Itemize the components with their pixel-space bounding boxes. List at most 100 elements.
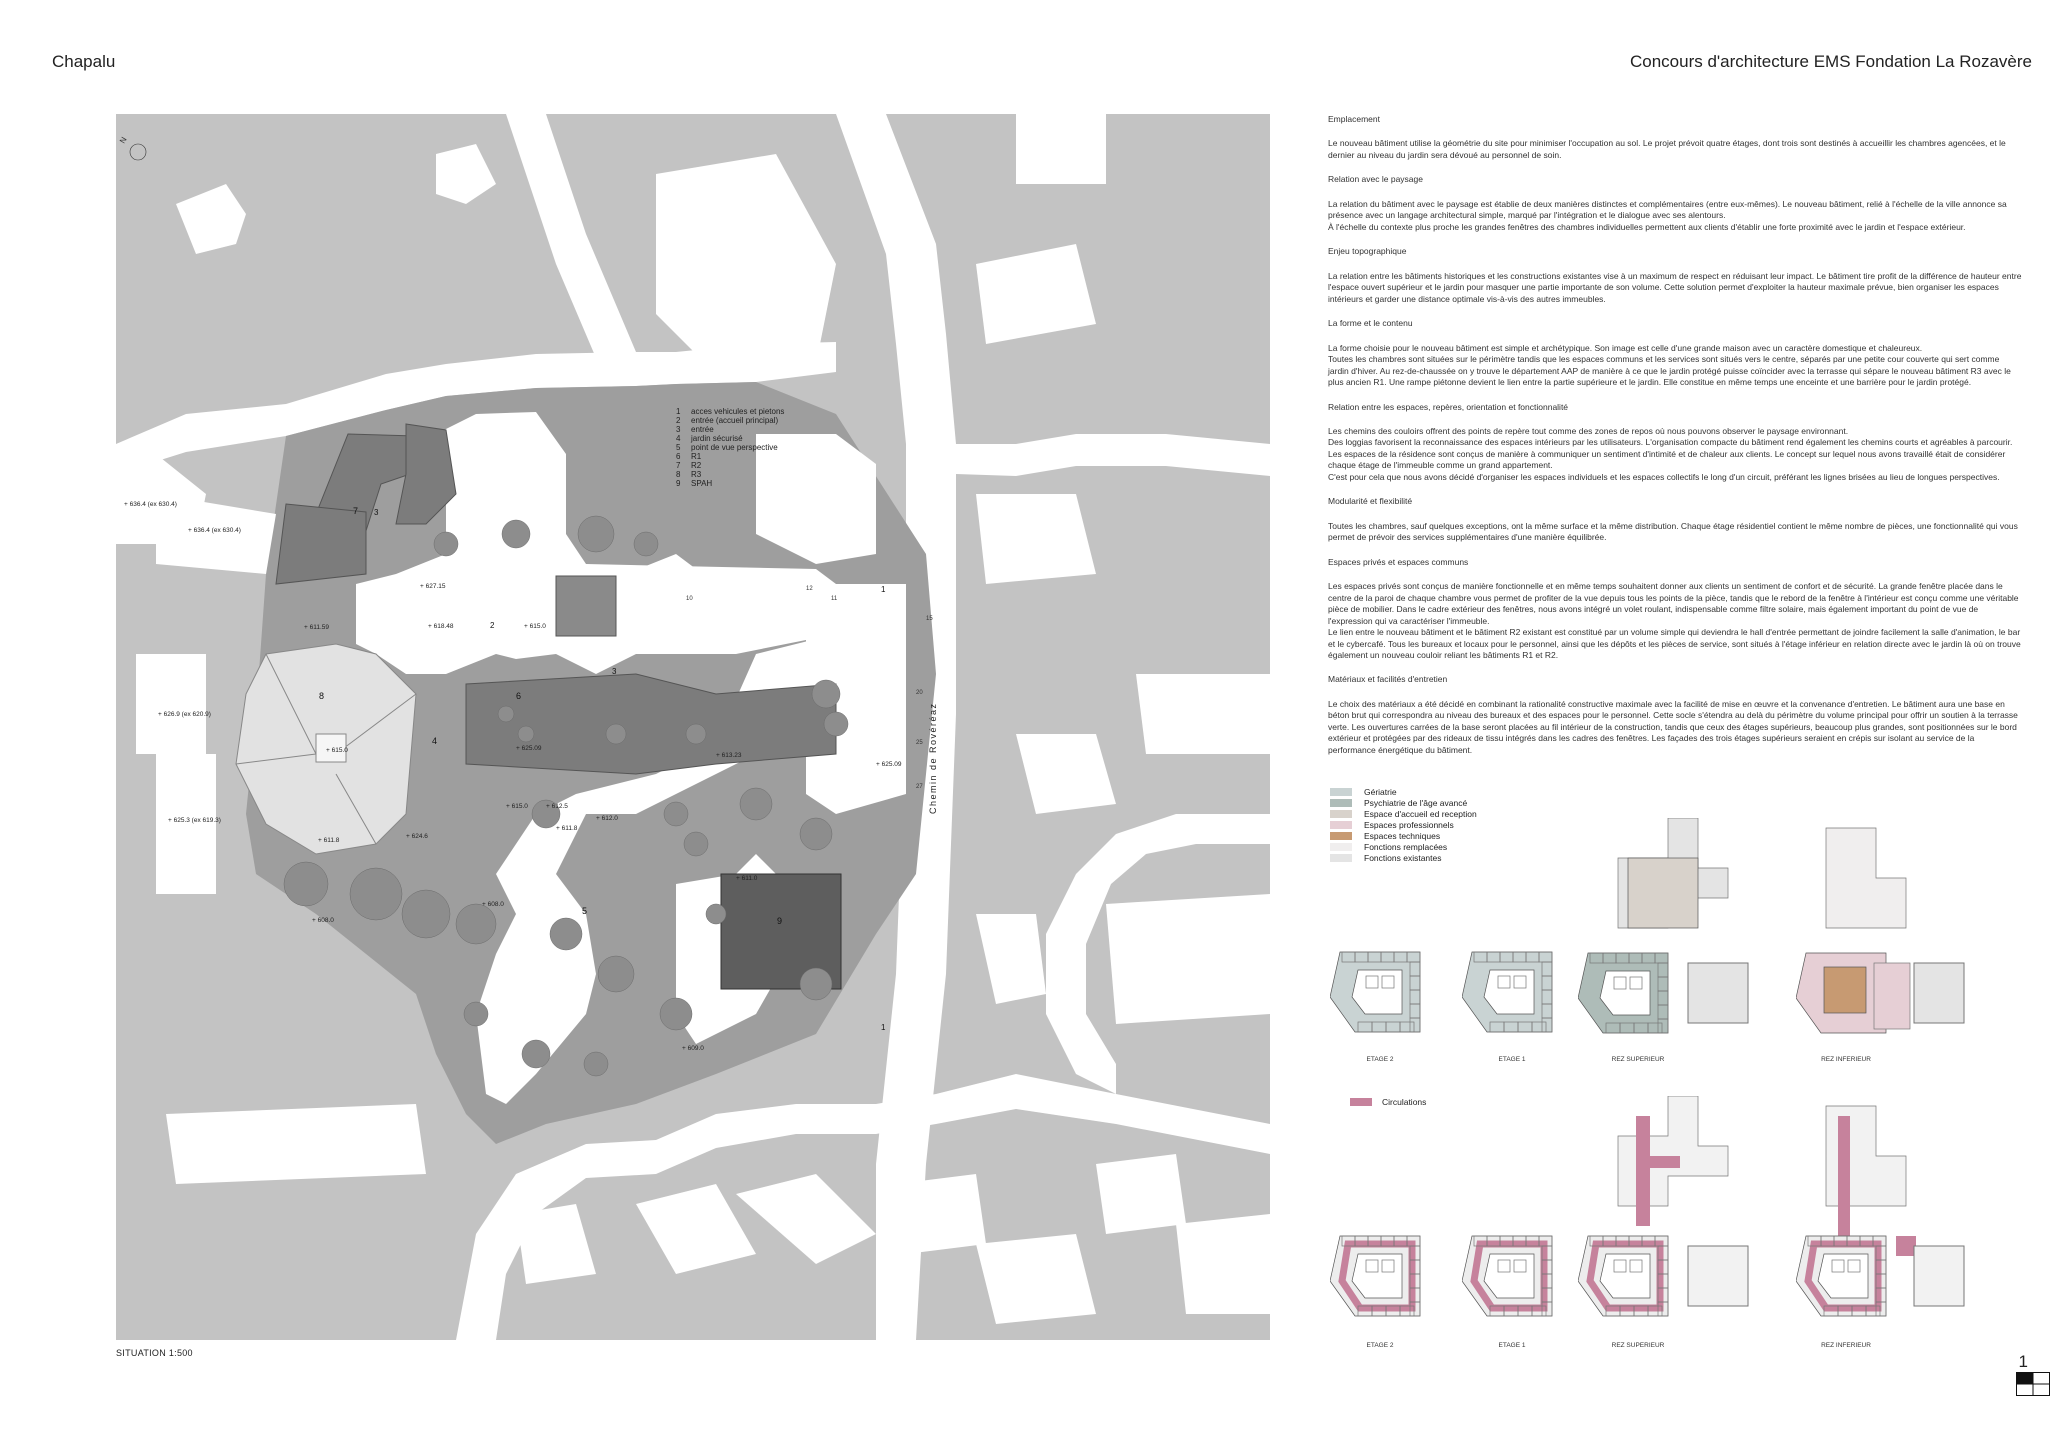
marker: 1 (881, 585, 886, 594)
floor-label: REZ INFERIEUR (1821, 1056, 1871, 1063)
building-number: 9 (777, 916, 782, 926)
building-number: 6 (516, 691, 521, 701)
floor-plan-etage2 (1330, 942, 1430, 1042)
core (1613, 1259, 1627, 1273)
legend-num: 3 (676, 425, 681, 434)
room-cell (1531, 1305, 1547, 1317)
room-cell (1647, 1305, 1663, 1317)
circulation-plan-rez-inferieur (1796, 1096, 1976, 1326)
building-6-roof (465, 673, 837, 775)
legend-swatch (1330, 798, 1352, 807)
room-cell (1399, 1305, 1415, 1317)
residential-group (1578, 952, 1749, 1034)
level-label: + 624.6 (406, 833, 428, 840)
site-plan: N 1 acces vehicules et pietons 2 entrée … (116, 114, 1270, 1340)
legend-swatch (1330, 842, 1352, 851)
legend-swatch (1330, 831, 1352, 840)
legend-row: Gériatrie (1330, 786, 1477, 797)
room-cell (1409, 1017, 1421, 1033)
level-label: + 611.0 (736, 875, 758, 882)
floor-label: ETAGE 2 (1366, 1056, 1394, 1063)
circulation-spine (1838, 1116, 1850, 1256)
legend-row: Psychiatrie de l'âge avancé (1330, 797, 1477, 808)
trees (283, 515, 849, 1077)
core (1497, 975, 1511, 989)
legend-num: 7 (676, 461, 681, 470)
core (1847, 1259, 1861, 1273)
legend-num: 6 (676, 452, 681, 461)
legend-num: 2 (676, 416, 681, 425)
floor-label: REZ SUPERIEUR (1611, 1056, 1665, 1063)
level-label: + 612.5 (546, 803, 568, 810)
circulation-node (1896, 1236, 1916, 1256)
building-number: 7 (353, 506, 358, 516)
streets (116, 114, 1270, 1340)
scale-label: SITUATION 1:500 (116, 1348, 193, 1358)
circulation-plan-rez-superieur (1578, 1096, 1768, 1326)
legend-label: Circulations (1382, 1097, 1427, 1107)
competition-title: Concours d'architecture EMS Fondation La… (1629, 52, 2032, 71)
circulation-plan-etage1 (1462, 1226, 1562, 1326)
legend-label: SPAH (691, 479, 712, 488)
legend-label: acces vehicules et pietons (691, 407, 784, 416)
legend-num: 9 (676, 479, 681, 488)
technical-area (1823, 966, 1867, 1014)
section-title: La forme et le contenu (1328, 318, 1413, 329)
floor-label: REZ SUPERIEUR (1611, 1342, 1665, 1349)
legend-label: point de vue perspective (691, 443, 778, 452)
legend-row: Fonctions remplacées (1330, 841, 1477, 852)
north-arrow-icon: N (118, 135, 129, 145)
parking-number: 15 (926, 616, 933, 622)
legend-label: Fonctions remplacées (1364, 841, 1448, 852)
legend-swatch (1350, 1098, 1372, 1106)
section-title: Enjeu topographique (1328, 246, 1407, 257)
section-body: La relation du bâtiment avec le paysage … (1328, 198, 2007, 232)
building-number: 5 (582, 906, 587, 916)
legend-label: R1 (691, 452, 702, 461)
room-cell (1647, 1022, 1663, 1034)
core (1365, 975, 1379, 989)
core (1381, 975, 1395, 989)
existing-building (1687, 1245, 1749, 1307)
section-body: La relation entre les bâtiments historiq… (1328, 270, 2022, 304)
room-cell (1409, 1301, 1421, 1317)
core (1381, 1259, 1395, 1273)
legend-label: jardin sécurisé (690, 434, 743, 443)
core (1613, 976, 1627, 990)
legend-label: R3 (691, 470, 702, 479)
floor-label: REZ INFERIEUR (1821, 1342, 1871, 1349)
legend-row: Fonctions existantes (1330, 852, 1477, 863)
section-title: Relation avec le paysage (1328, 174, 1423, 185)
section-title: Modularité et flexibilité (1328, 496, 1413, 507)
text-section: Relation entre les espaces, repères, ori… (1328, 402, 2022, 484)
legend-num: 1 (676, 407, 681, 416)
level-label: + 627.15 (420, 583, 446, 590)
level-label: + 636.4 (ex 630.4) (124, 501, 177, 508)
existing-wing (1617, 1096, 1729, 1207)
level-label: + 615.0 (506, 803, 528, 810)
parking-number: 25 (916, 740, 923, 746)
section-body: Le choix des matériaux a été décidé en c… (1328, 698, 2018, 755)
level-label: + 609.0 (682, 1045, 704, 1052)
legend-num: 4 (676, 434, 681, 443)
room-cell (1541, 1301, 1553, 1317)
level-label: + 625.09 (876, 761, 902, 768)
legend-swatch (1330, 820, 1352, 829)
building-small-roof (555, 575, 617, 637)
existing-building (1687, 962, 1749, 1024)
parking-number: 20 (916, 690, 923, 696)
existing-building (1913, 1245, 1965, 1307)
level-label: + 613.23 (716, 752, 742, 759)
legend-num: 5 (676, 443, 681, 452)
legend-swatch (1330, 853, 1352, 862)
room-cell (1657, 1018, 1669, 1034)
parking-number: 11 (831, 596, 838, 602)
legend-row: Espace d'accueil ed reception (1330, 808, 1477, 819)
legend-label: Espaces techniques (1364, 830, 1441, 841)
room-cell (1399, 1021, 1415, 1033)
building-8-roof (235, 643, 417, 855)
section-title: Emplacement (1328, 114, 1380, 124)
